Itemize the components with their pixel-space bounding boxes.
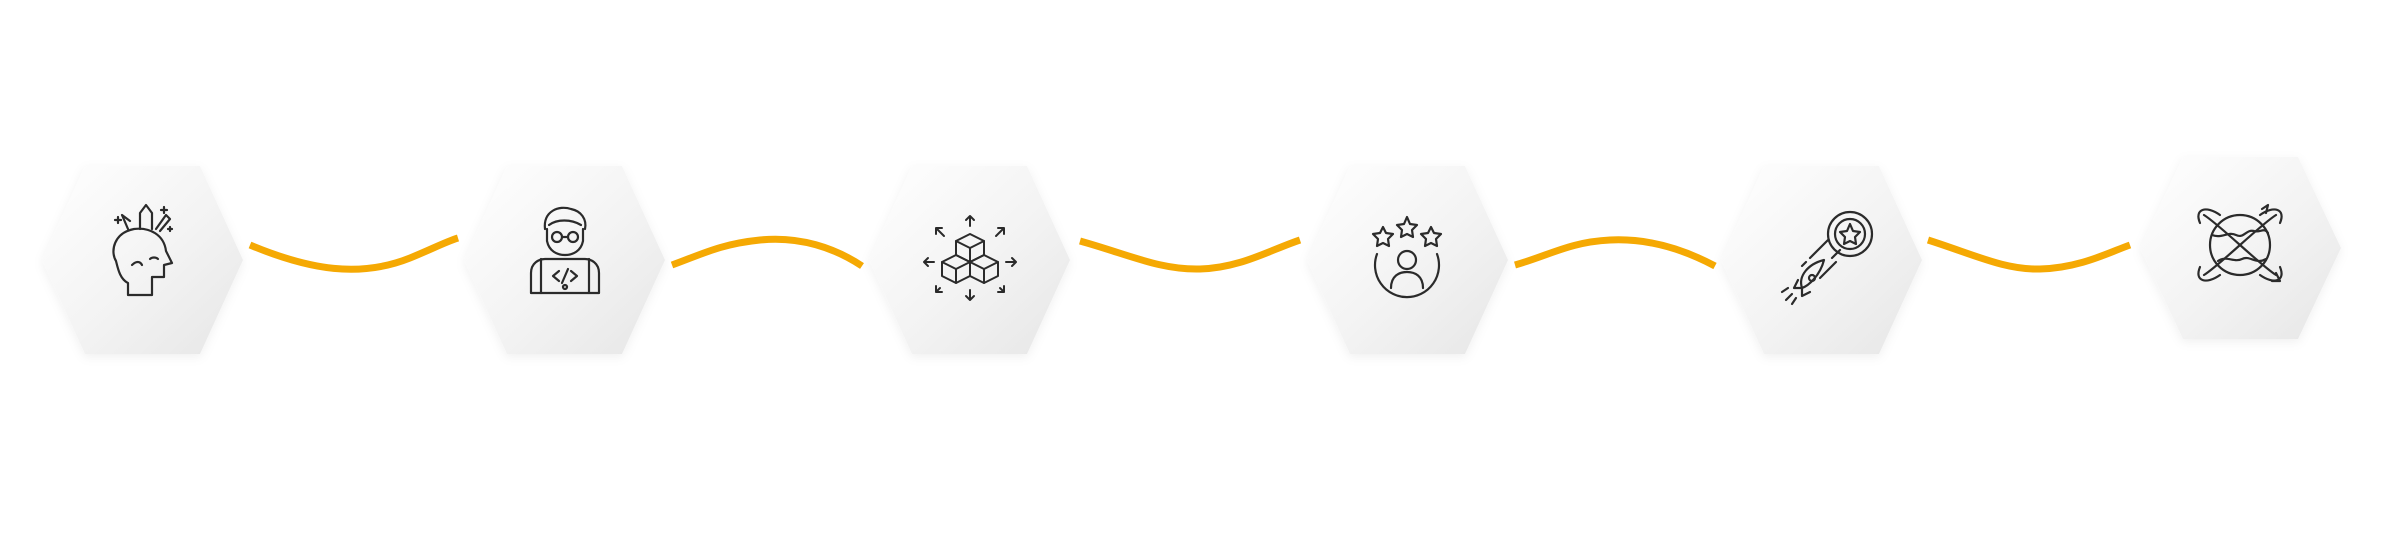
step-5 (1721, 166, 1922, 354)
step-6 (2140, 157, 2341, 339)
step-4 (1307, 166, 1508, 354)
step-2 (464, 166, 665, 354)
connector-5-6 (1926, 236, 2132, 273)
user-rating-icon (1371, 215, 1443, 299)
connector-3-4 (1079, 236, 1302, 273)
connectors (248, 234, 2132, 273)
step-3 (869, 166, 1070, 354)
global-orbit-icon (2197, 203, 2283, 283)
hexagon-1 (42, 166, 243, 354)
step-1 (42, 166, 243, 354)
connector-1-2 (248, 234, 460, 273)
creative-mind-icon (112, 203, 174, 297)
developer-laptop-icon (529, 206, 601, 295)
modular-cubes-icon (923, 215, 1017, 301)
hexagon-4 (1307, 166, 1508, 354)
connector-4-5 (1514, 236, 1717, 270)
connector-2-3 (670, 235, 864, 269)
hexagon-6 (2140, 157, 2341, 339)
rocket-target-icon (1780, 210, 1874, 306)
